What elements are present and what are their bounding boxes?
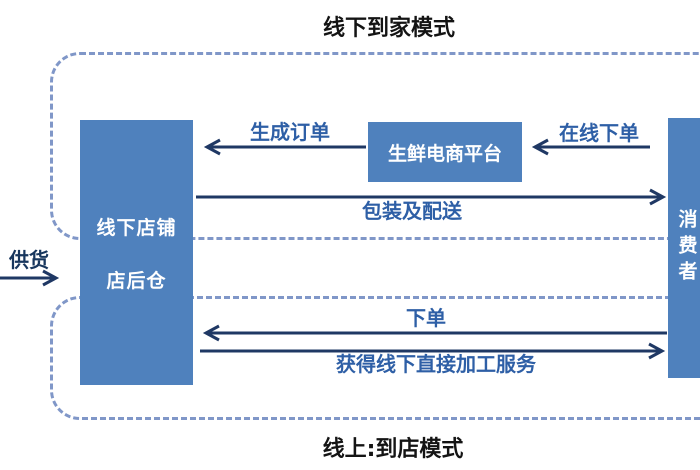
- store-label-line2: 店后仓: [106, 269, 167, 292]
- generate-order-label: 生成订单: [250, 120, 330, 144]
- consumer-label: 消费者: [675, 209, 698, 287]
- top-title: 线下到家模式: [322, 16, 456, 41]
- platform-box: 生鲜电商平台: [368, 122, 522, 182]
- consumer-box: 消费者: [668, 118, 700, 378]
- supply-label: 供货: [9, 248, 49, 272]
- offline-processing-label: 获得线下直接加工服务: [336, 352, 536, 376]
- bottom-title: 线上:到店模式: [322, 437, 464, 462]
- place-order-arrow: [202, 324, 667, 342]
- packaging-delivery-label: 包装及配送: [362, 199, 462, 223]
- online-order-label: 在线下单: [559, 121, 639, 145]
- generate-order-arrow: [203, 138, 366, 156]
- online-order-arrow: [531, 138, 650, 156]
- store-label-line1: 线下店铺: [96, 216, 177, 239]
- platform-label: 生鲜电商平台: [387, 142, 502, 165]
- store-box: 线下店铺 店后仓: [80, 120, 193, 385]
- packaging-delivery-arrow: [196, 188, 667, 206]
- dashed-region-store-mode: [50, 296, 700, 420]
- supply-arrow: [0, 269, 60, 287]
- offline-processing-arrow: [200, 342, 666, 360]
- place-order-label: 下单: [406, 306, 446, 330]
- dashed-region-home-mode: [50, 52, 700, 240]
